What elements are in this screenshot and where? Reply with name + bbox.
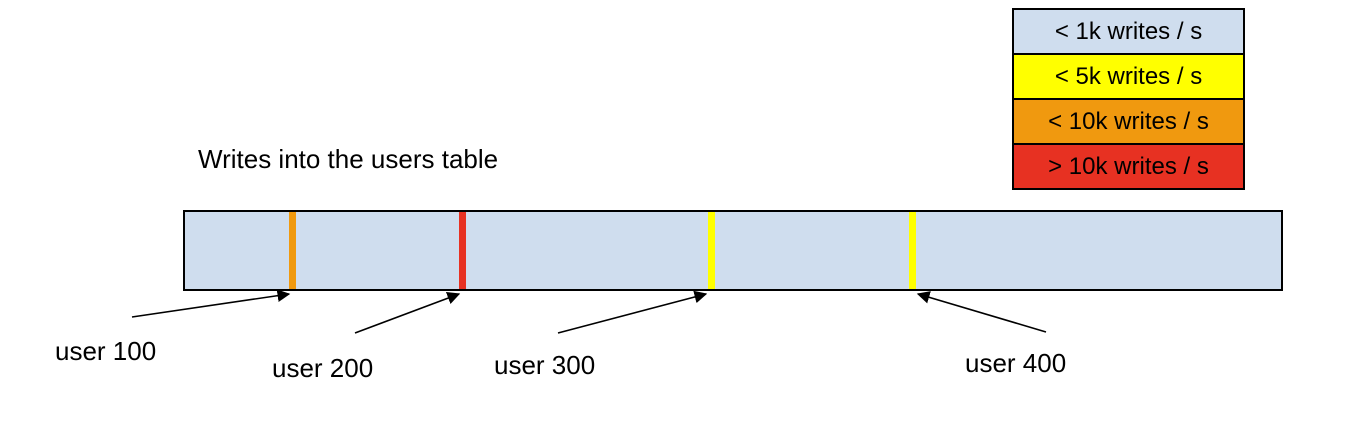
label-user-100: user 100 (55, 336, 157, 366)
diagram-title: Writes into the users table (198, 144, 499, 174)
label-user-300: user 300 (494, 350, 596, 380)
legend-item-lt-10k: < 10k writes / s (1012, 98, 1245, 145)
hotspot-marker-user-100 (289, 212, 296, 289)
hotspot-marker-user-400 (909, 212, 916, 289)
users-table-bar (183, 210, 1283, 291)
arrow-user-400 (916, 291, 1047, 333)
legend-item-lt-5k: < 5k writes / s (1012, 53, 1245, 100)
hotspot-marker-user-300 (708, 212, 715, 289)
label-user-200: user 200 (272, 353, 374, 383)
hotspot-marker-user-200 (459, 212, 466, 289)
arrow-user-100 (131, 289, 291, 318)
legend-item-lt-1k: < 1k writes / s (1012, 8, 1245, 55)
legend: < 1k writes / s < 5k writes / s < 10k wr… (1012, 8, 1245, 190)
arrow-user-200 (354, 292, 461, 334)
label-user-400: user 400 (965, 348, 1067, 378)
legend-item-gt-10k: > 10k writes / s (1012, 143, 1245, 190)
arrow-user-300 (557, 290, 708, 334)
